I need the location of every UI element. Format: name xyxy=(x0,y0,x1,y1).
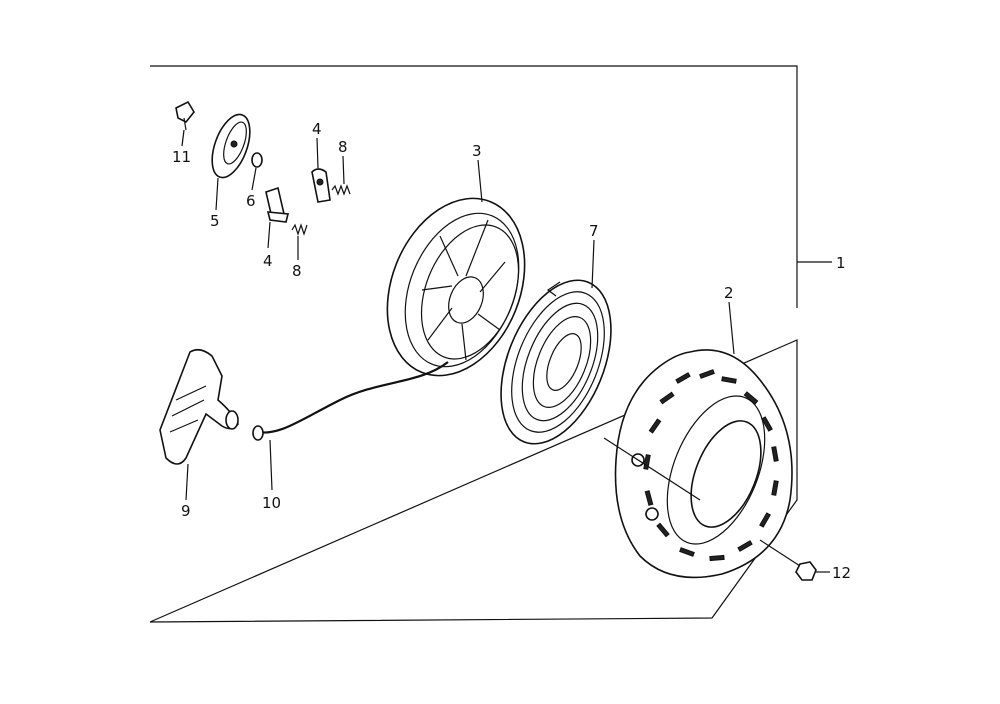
assembly-boundary xyxy=(149,65,798,623)
leader-11 xyxy=(181,129,185,147)
nut-part-12 xyxy=(759,539,817,581)
leader-7 xyxy=(591,239,595,289)
callout-10: 10 xyxy=(262,494,281,512)
callout-9: 9 xyxy=(181,502,191,520)
callout-12: 12 xyxy=(832,564,851,582)
callout-3: 3 xyxy=(472,142,482,160)
rope-end xyxy=(252,425,264,441)
spring-part-7 xyxy=(500,279,612,445)
callout-8-upper: 8 xyxy=(338,138,348,156)
washer-part-6 xyxy=(251,152,263,168)
leader-10 xyxy=(269,439,273,491)
leader-6 xyxy=(251,167,257,191)
leader-3 xyxy=(477,159,483,203)
leader-5 xyxy=(215,177,219,211)
callout-1: 1 xyxy=(836,254,846,272)
callout-4-lower: 4 xyxy=(263,252,273,270)
leader-4a xyxy=(316,137,319,169)
leader-2 xyxy=(728,301,735,355)
reel-part-3 xyxy=(386,197,526,377)
callout-8-lower: 8 xyxy=(292,262,302,280)
leader-9 xyxy=(185,463,189,501)
case-part-2 xyxy=(603,349,793,579)
leader-4b xyxy=(267,221,271,249)
plate-part-5 xyxy=(211,113,251,179)
spring-part-8-lower xyxy=(291,223,308,236)
leader-8a xyxy=(342,155,345,185)
bolt-part-11 xyxy=(175,100,195,131)
callout-6: 6 xyxy=(246,192,256,210)
pawl-part-4-upper xyxy=(311,168,331,203)
rope-part-10 xyxy=(255,361,449,434)
callout-11: 11 xyxy=(172,148,191,166)
callout-7: 7 xyxy=(589,222,599,240)
pawl-part-4-lower xyxy=(265,186,290,223)
callout-5: 5 xyxy=(210,212,220,230)
handle-part-9 xyxy=(159,348,239,465)
spring-part-8-upper xyxy=(331,184,351,196)
callout-4-upper: 4 xyxy=(312,120,322,138)
callout-2: 2 xyxy=(724,284,734,302)
